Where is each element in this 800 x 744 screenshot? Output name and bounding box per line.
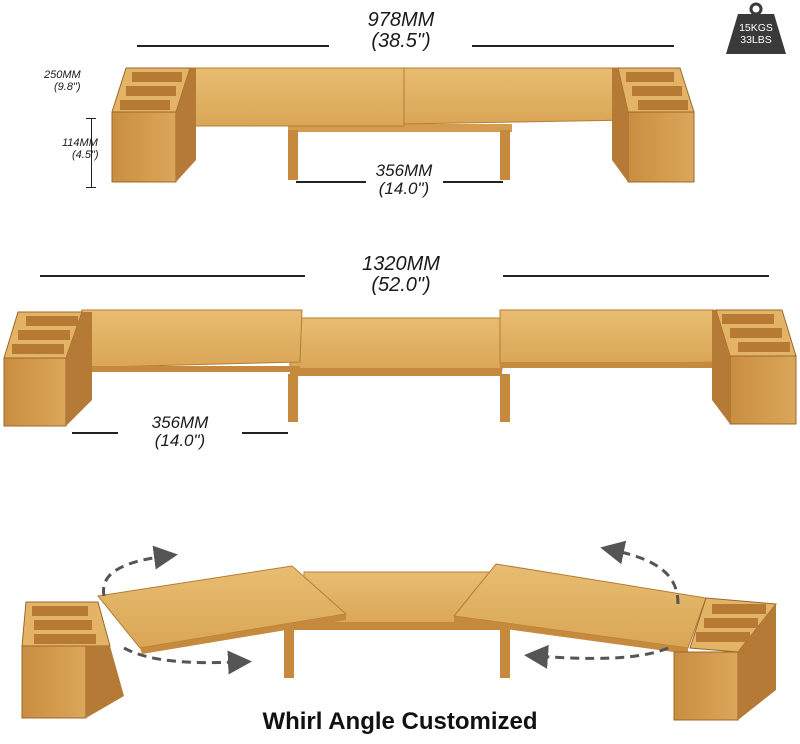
cubby [132, 72, 182, 82]
cubby [712, 604, 766, 614]
top-gap-in: (14.0") [378, 178, 430, 198]
cubby [626, 72, 674, 82]
top-width-mm: 978MM [367, 9, 435, 31]
top-width-label: 978MM (38.5") [340, 10, 462, 52]
right-board [499, 309, 737, 365]
weight-kg: 15KGS [739, 22, 773, 34]
top-gap-mm: 356MM [375, 161, 433, 180]
mid-width-label: 1320MM (52.0") [336, 254, 466, 296]
depth-label: 250MM (9.8") [44, 69, 104, 93]
rotate-arrow-left-top [102, 545, 178, 597]
height-in: (4.5") [72, 148, 99, 161]
cubby [34, 620, 92, 630]
center-board-edge [290, 368, 502, 376]
mid-gap-label: 356MM (14.0") [138, 414, 222, 450]
right-board-edge [500, 362, 736, 368]
cubby [32, 606, 88, 616]
weight-icon [726, 2, 786, 54]
mid-width-mm: 1320MM [362, 253, 440, 275]
center-board [288, 124, 512, 132]
left-board-edge [64, 366, 300, 372]
right-organizer [729, 355, 797, 425]
left-organizer-side [176, 68, 196, 182]
mid-gap-in: (14.0") [154, 430, 206, 450]
cubby [738, 342, 790, 352]
right-organizer-side [738, 604, 776, 720]
mid-width-line-right [503, 275, 769, 277]
depth-mm: 250MM [44, 69, 81, 81]
leg [284, 628, 294, 678]
cubby [126, 86, 176, 96]
cubby [12, 344, 64, 354]
depth-in: (9.8") [54, 80, 81, 93]
rotate-arrow-right-bottom [524, 644, 669, 669]
cubby [722, 314, 774, 324]
weight-lbs: 33LBS [740, 34, 772, 46]
right-board-edge [454, 616, 688, 654]
mid-width-in: (52.0") [371, 274, 431, 296]
leg [500, 374, 510, 422]
left-organizer-side [66, 312, 92, 426]
cubby [632, 86, 682, 96]
depth-line [91, 118, 92, 188]
depth-tick [86, 118, 96, 119]
right-board [403, 67, 633, 125]
right-organizer [627, 111, 695, 183]
left-organizer [111, 111, 177, 183]
leg [500, 628, 510, 678]
rotate-arrow-right-top [600, 540, 680, 605]
top-width-in: (38.5") [371, 30, 431, 52]
leg [500, 130, 510, 180]
right-organizer-side [712, 310, 730, 424]
cubby [120, 100, 170, 110]
cubby [730, 328, 782, 338]
left-board [175, 67, 405, 127]
cubby [696, 632, 750, 642]
center-board [289, 317, 503, 371]
mid-gap-line-left [72, 432, 118, 434]
mid-gap-mm: 356MM [151, 413, 209, 432]
mid-width-line-left [40, 275, 305, 277]
depth-tick [86, 187, 96, 188]
riser-extended [3, 309, 797, 427]
rotate-arrow-left-bottom [123, 646, 252, 675]
left-board [63, 309, 303, 369]
right-organizer-side [612, 68, 628, 182]
width-line-left [137, 45, 329, 47]
width-line-right [472, 45, 674, 47]
gap-line-left [296, 181, 366, 183]
leg [288, 374, 298, 422]
leg [288, 130, 298, 180]
cubby [34, 634, 96, 644]
riser-angled [21, 540, 777, 721]
cubby [638, 100, 688, 110]
cubby [704, 618, 758, 628]
height-label: 114MM (4.5") [62, 137, 112, 161]
left-organizer-side [86, 646, 124, 718]
cubby [26, 316, 78, 326]
top-gap-label: 356MM (14.0") [364, 162, 444, 198]
riser-compact [111, 67, 695, 183]
center-board-edge [290, 622, 502, 630]
gap-line-right [443, 181, 503, 183]
caption: Whirl Angle Customized [262, 708, 538, 735]
left-board-edge [140, 614, 346, 654]
mid-gap-line-right [242, 432, 288, 434]
height-mm: 114MM [62, 137, 98, 149]
cubby [18, 330, 70, 340]
weight-badge: 15KGS 33LBS [727, 22, 785, 46]
left-organizer [3, 357, 67, 427]
